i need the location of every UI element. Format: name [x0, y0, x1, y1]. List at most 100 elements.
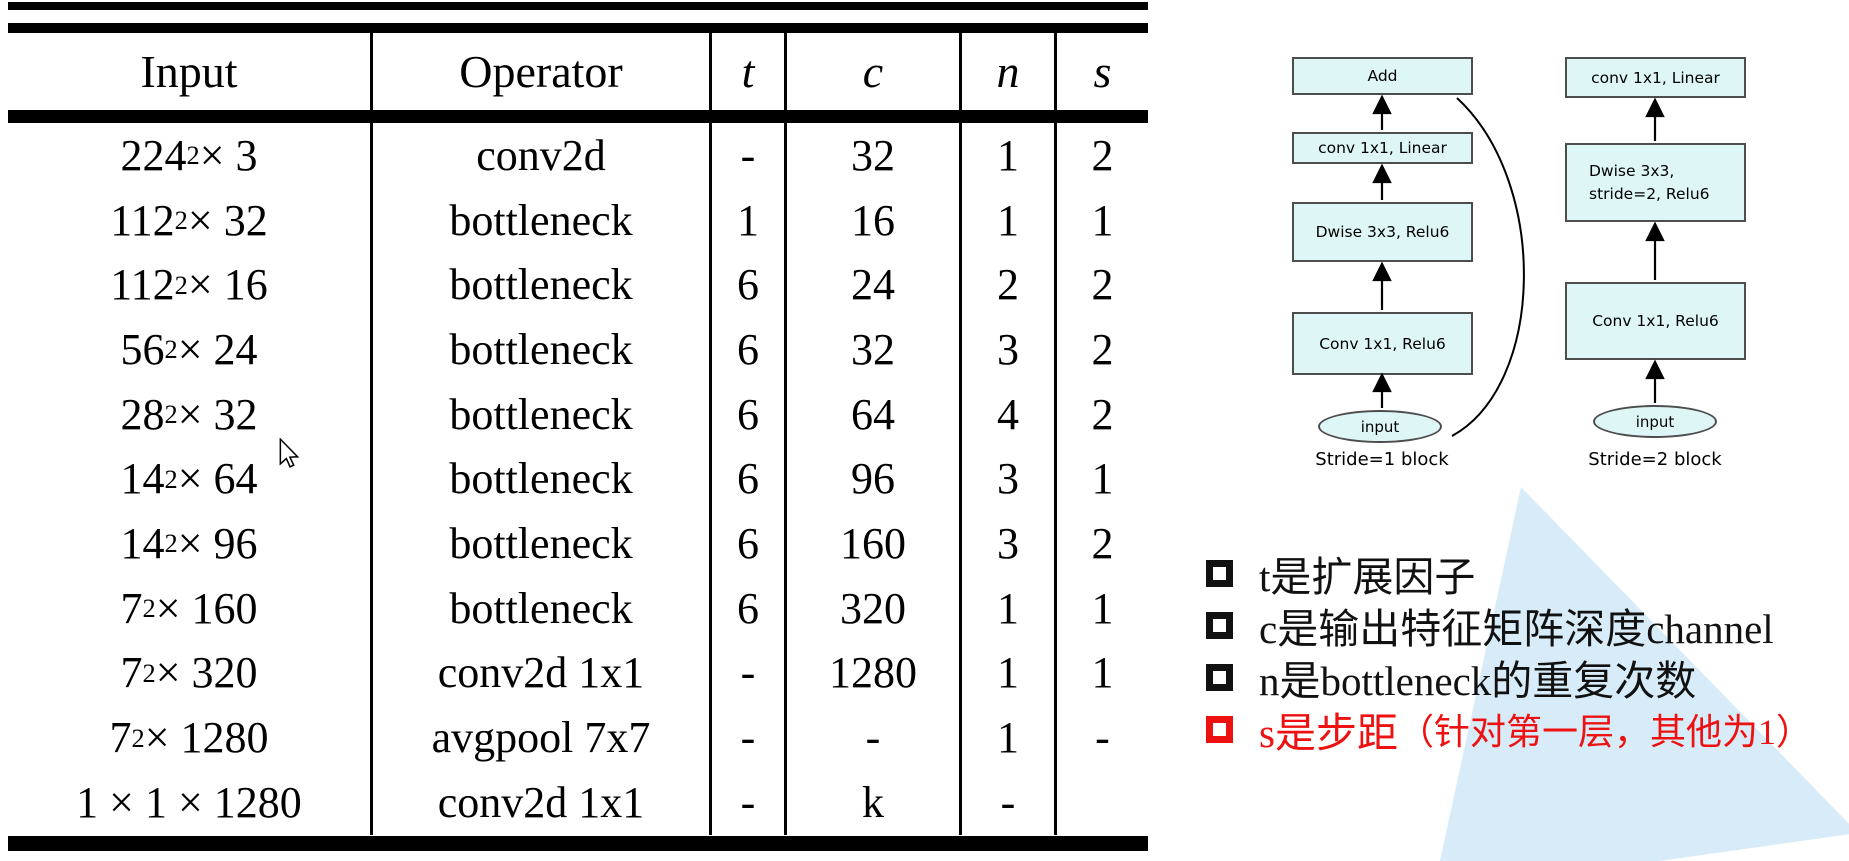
table-cell-t: -	[712, 123, 787, 188]
stride1-input-ellipse: input	[1318, 410, 1442, 443]
table-cell-operator: conv2d	[373, 123, 712, 188]
col-header-s: s	[1093, 46, 1112, 97]
table-cell-c: k	[787, 769, 962, 835]
table-cell-s: -	[1095, 713, 1110, 763]
table-cell-input: 1 × 1 × 1280	[8, 769, 373, 835]
table-cell-c: 64	[787, 381, 962, 447]
table-cell-n: 3	[962, 317, 1057, 382]
table-cell-t: -	[712, 705, 787, 770]
table-cell-t: 6	[712, 511, 787, 576]
col-header-operator: Operator	[373, 33, 712, 110]
table-cell-operator: bottleneck	[373, 575, 712, 641]
table-cell-t: 6	[712, 575, 787, 641]
table-cell-operator: bottleneck	[373, 317, 712, 382]
table-bottom-rule	[8, 836, 1148, 851]
stride2-dwise-box: Dwise 3x3, stride=2, Relu6	[1565, 143, 1746, 222]
table-cell-operator: bottleneck	[373, 511, 712, 576]
bullet-square-icon	[1206, 559, 1233, 587]
stride1-dwise-box: Dwise 3x3, Relu6	[1292, 202, 1473, 262]
bullet-label: t是扩展因子	[1259, 554, 1476, 600]
col-header-t: t	[712, 33, 787, 110]
table-cell-n: 1	[962, 187, 1057, 253]
table-cell-s: 2	[1091, 260, 1114, 310]
table-cell-n: 1	[962, 705, 1057, 770]
bullet-label: s是步距	[1259, 710, 1398, 756]
table-cell-c: 160	[787, 511, 962, 576]
table-cell-operator: conv2d 1x1	[373, 769, 712, 835]
stride1-add-box: Add	[1292, 57, 1473, 95]
table-cell-operator: bottleneck	[373, 187, 712, 253]
stride1-caption: Stride=1 block	[1315, 449, 1449, 470]
bullet-item: t是扩展因子	[1206, 546, 1475, 600]
bullet-square-icon	[1206, 663, 1233, 691]
table-cell-c: 1280	[787, 640, 962, 706]
stride2-dwise-line1: Dwise 3x3,	[1589, 162, 1675, 181]
bullet-label: c是输出特征矩阵深度channel	[1259, 606, 1774, 652]
table-cell-n: 4	[962, 381, 1057, 447]
table-cell-t: 6	[712, 446, 787, 512]
table-top-rule-inner	[8, 23, 1148, 33]
table-cell-c: 320	[787, 575, 962, 641]
table-cell-t: -	[712, 640, 787, 706]
col-header-input: Input	[8, 33, 373, 110]
table-cell-c: 32	[787, 317, 962, 382]
table-cell-n: 1	[962, 575, 1057, 641]
stride2-conv1x1-relu6-box: Conv 1x1, Relu6	[1565, 282, 1746, 360]
table-cell-operator: conv2d 1x1	[373, 640, 712, 706]
bullet-note: （针对第一层，其他为1）	[1397, 712, 1812, 752]
table-cell-c: -	[787, 705, 962, 770]
table-cell-n: 2	[962, 252, 1057, 318]
table-cell-operator: bottleneck	[373, 446, 712, 512]
stride1-conv1x1-linear-box: conv 1x1, Linear	[1292, 132, 1473, 164]
table-cell-s: 1	[1091, 583, 1114, 633]
table-cell-t: 1	[712, 187, 787, 253]
bullet-list: t是扩展因子 c是输出特征矩阵深度channel n是bottleneck的重复次数…	[1206, 0, 1849, 861]
table-cell-s: 1	[1091, 454, 1114, 504]
stride2-dwise-line2: stride=2, Relu6	[1589, 184, 1710, 203]
table-cell-s: 1	[1091, 648, 1114, 698]
table-cell-t: 6	[712, 252, 787, 318]
bullet-label: n是bottleneck的重复次数	[1259, 658, 1697, 704]
table-cell-s: 2	[1091, 130, 1114, 180]
table-cell-n: -	[962, 769, 1057, 835]
bullet-square-icon	[1206, 611, 1233, 639]
table-cell-operator: bottleneck	[373, 252, 712, 318]
table-cell-c: 96	[787, 446, 962, 512]
table-cell-t: -	[712, 769, 787, 835]
table-header-separator-rule	[8, 110, 1148, 123]
col-header-c: c	[787, 33, 962, 110]
table-cell-c: 32	[787, 123, 962, 188]
table-cell-s: 2	[1091, 518, 1114, 568]
table-header-row: Input Operator t c n s	[8, 33, 1148, 110]
stride2-caption: Stride=2 block	[1588, 449, 1722, 470]
bullet-item: s是步距（针对第一层，其他为1）	[1206, 702, 1812, 756]
stride2-conv1x1-linear-box: conv 1x1, Linear	[1565, 57, 1746, 98]
table-cell-n: 1	[962, 123, 1057, 188]
table-cell-c: 24	[787, 252, 962, 318]
table-cell-s	[1057, 770, 1148, 835]
table-cell-operator: bottleneck	[373, 381, 712, 447]
table-cell-n: 3	[962, 511, 1057, 576]
table-cell-operator: avgpool 7x7	[373, 705, 712, 770]
table-cell-n: 3	[962, 446, 1057, 512]
bullet-square-icon	[1206, 715, 1233, 743]
mouse-cursor-icon	[279, 438, 300, 468]
table-cell-n: 1	[962, 640, 1057, 706]
bullet-item: n是bottleneck的重复次数	[1206, 650, 1696, 704]
table-cell-t: 6	[712, 317, 787, 382]
bullet-item: c是输出特征矩阵深度channel	[1206, 598, 1774, 652]
table-cell-s: 2	[1091, 389, 1114, 439]
table-cell-c: 16	[787, 187, 962, 253]
table-cell-t: 6	[712, 381, 787, 447]
